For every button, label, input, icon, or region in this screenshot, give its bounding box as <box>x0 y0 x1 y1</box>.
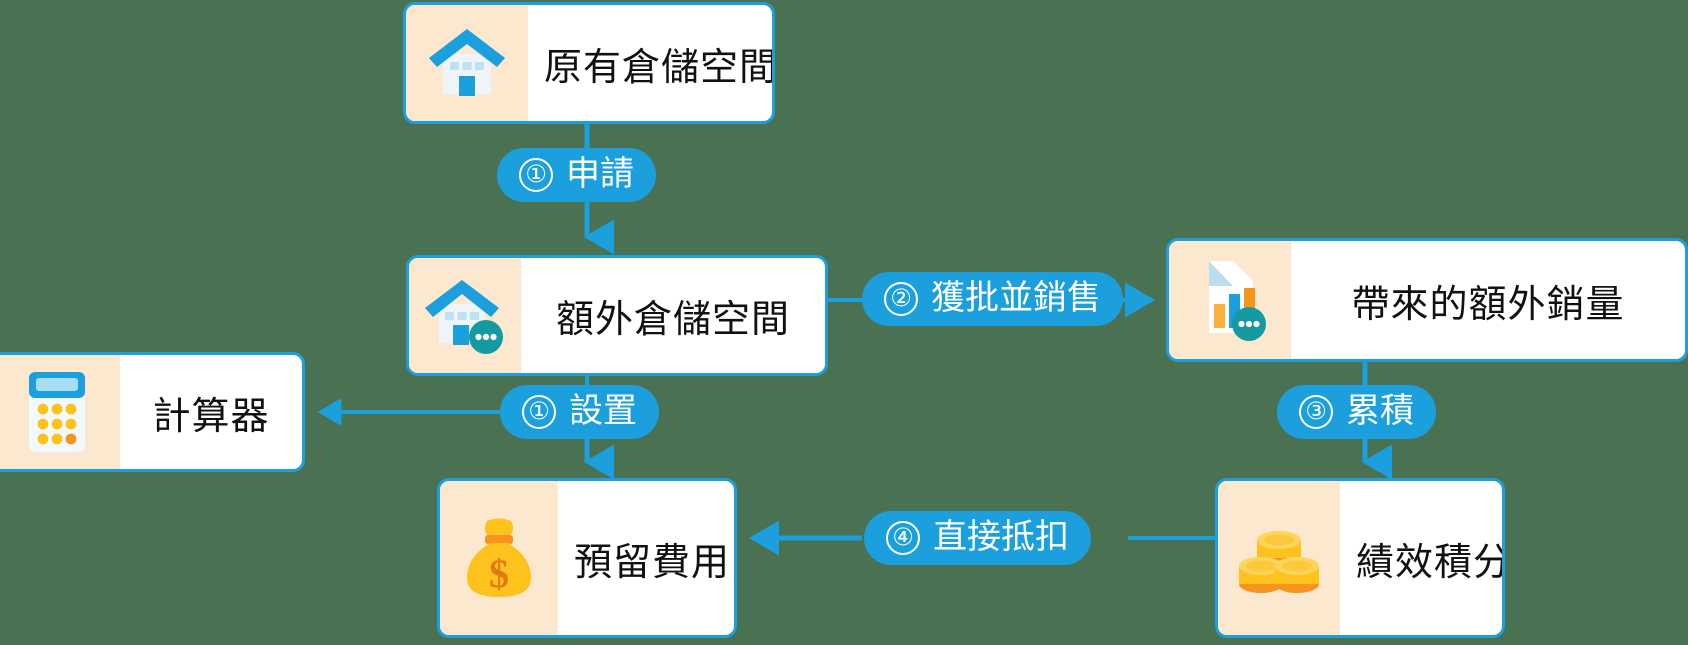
step-badge-4-direct-deduction[interactable]: ④ 直接抵扣 <box>864 511 1091 565</box>
node-performance-points-label: 績效積分 <box>1356 541 1505 584</box>
calculator-icon <box>28 372 85 452</box>
step-number-1: ① <box>519 158 553 192</box>
house-chat-icon <box>425 279 503 354</box>
coins-icon-panel <box>1218 481 1340 635</box>
bar-chart-document-chat-icon <box>1209 261 1266 341</box>
node-extra-warehouse[interactable]: 額外倉儲空間 <box>406 255 828 376</box>
step-number-3: ③ <box>1299 395 1333 429</box>
node-extra-warehouse-label: 額外倉儲空間 <box>555 299 790 341</box>
step-badge-1-apply[interactable]: ① 申請 <box>497 148 656 202</box>
node-extra-sales-label: 帶來的額外銷量 <box>1351 283 1625 326</box>
step-label-2: 獲批並銷售 <box>931 279 1101 317</box>
step-number-5: ① <box>522 395 556 429</box>
node-reserved-cost[interactable]: $ 預留費用 <box>437 478 737 638</box>
node-original-warehouse-label: 原有倉儲空間 <box>544 46 775 89</box>
step-number-4: ④ <box>886 521 920 555</box>
node-calculator[interactable]: 計算器 <box>0 352 305 472</box>
house-icon-panel <box>406 5 528 121</box>
money-bag-icon: $ <box>467 518 531 597</box>
bar-chart-document-chat-icon-panel <box>1169 241 1291 359</box>
calculator-icon-panel <box>0 355 120 469</box>
step-badge-2-approved-and-sell[interactable]: ② 獲批並銷售 <box>862 272 1123 326</box>
step-label-4: 直接抵扣 <box>933 518 1069 556</box>
house-chat-icon-panel <box>409 258 521 373</box>
node-original-warehouse[interactable]: 原有倉儲空間 <box>403 2 775 124</box>
node-calculator-label: 計算器 <box>152 395 270 438</box>
step-badge-3-accumulate[interactable]: ③ 累積 <box>1277 385 1436 439</box>
house-icon <box>429 29 505 96</box>
coins-icon <box>1239 531 1319 593</box>
step-number-2: ② <box>884 282 918 316</box>
step-label-3: 累積 <box>1346 392 1414 430</box>
step-label-1: 申請 <box>566 155 634 193</box>
money-bag-icon-panel: $ <box>440 481 558 635</box>
node-reserved-cost-label: 預留費用 <box>574 541 731 584</box>
svg-text:$: $ <box>489 551 509 596</box>
step-label-5: 設置 <box>569 392 637 430</box>
node-extra-sales[interactable]: 帶來的額外銷量 <box>1166 238 1688 362</box>
node-performance-points[interactable]: 績效積分 <box>1215 478 1505 638</box>
step-badge-1-setup[interactable]: ① 設置 <box>500 385 659 439</box>
